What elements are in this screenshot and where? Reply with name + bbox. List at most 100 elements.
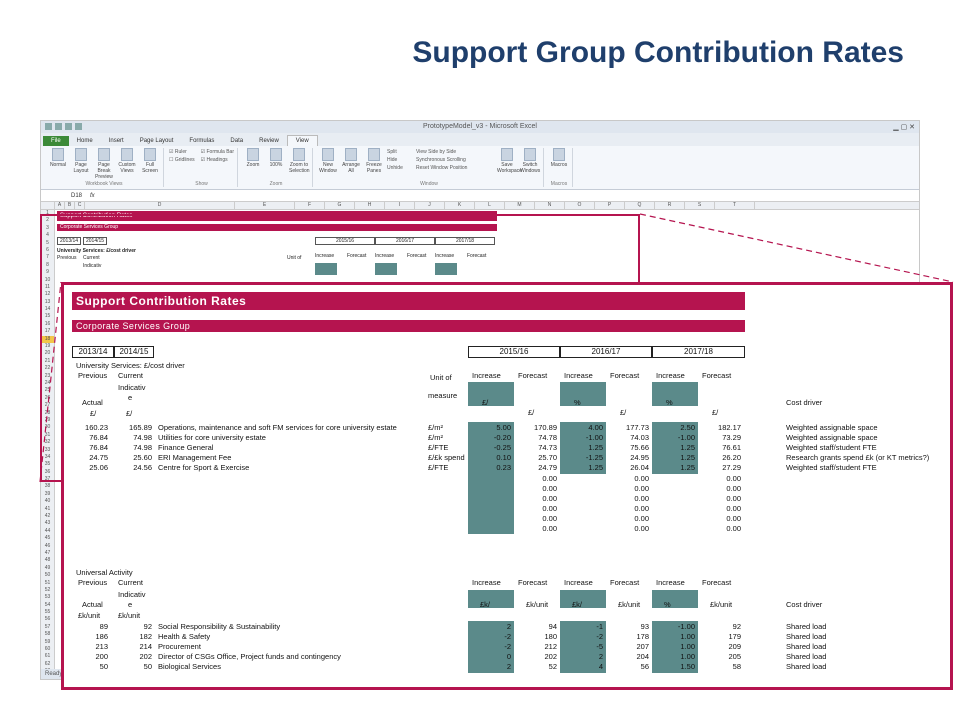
sync-scroll-button[interactable]: Synchronous Scrolling: [416, 157, 466, 163]
column-header[interactable]: D: [85, 202, 235, 209]
arrange-all-button[interactable]: Arrange All: [341, 148, 361, 174]
row-header[interactable]: 22: [44, 365, 51, 372]
column-header[interactable]: C: [75, 202, 85, 209]
switch-windows-button[interactable]: Switch Windows: [520, 148, 540, 174]
row-header[interactable]: 11: [44, 283, 51, 290]
column-header[interactable]: T: [715, 202, 755, 209]
row-header[interactable]: 17: [44, 328, 51, 335]
tab-insert[interactable]: Insert: [108, 138, 124, 144]
row-header[interactable]: 2: [46, 217, 49, 224]
formula-bar-checkbox[interactable]: ☑ Formula Bar: [200, 149, 234, 155]
row-header[interactable]: 51: [44, 579, 51, 586]
row-header[interactable]: 40: [44, 498, 51, 505]
macros-button[interactable]: Macros: [549, 148, 569, 168]
row-header[interactable]: 46: [44, 542, 51, 549]
row-header[interactable]: 31: [44, 431, 51, 438]
zoom-button[interactable]: Zoom: [243, 148, 263, 174]
row-header[interactable]: 14: [44, 306, 51, 313]
redo-icon[interactable]: [75, 123, 82, 130]
column-header[interactable]: G: [325, 202, 355, 209]
row-header[interactable]: 47: [44, 549, 51, 556]
new-window-button[interactable]: New Window: [318, 148, 338, 174]
column-header[interactable]: Q: [625, 202, 655, 209]
row-header[interactable]: 54: [44, 601, 51, 608]
row-header[interactable]: 24: [44, 379, 51, 386]
normal-view-button[interactable]: Normal: [48, 148, 68, 180]
row-header[interactable]: 12: [44, 291, 51, 298]
row-header[interactable]: 45: [44, 535, 51, 542]
hide-button[interactable]: Hide: [387, 157, 398, 163]
row-header[interactable]: 32: [44, 439, 51, 446]
zoom-100-button[interactable]: 100%: [266, 148, 286, 174]
column-header[interactable]: A: [55, 202, 65, 209]
row-header[interactable]: 4: [46, 232, 49, 239]
row-header[interactable]: 52: [44, 586, 51, 593]
row-header[interactable]: 30: [44, 424, 51, 431]
row-header[interactable]: 50: [44, 572, 51, 579]
page-break-preview-button[interactable]: Page Break Preview: [94, 148, 114, 180]
save-icon[interactable]: [55, 123, 62, 130]
column-header[interactable]: O: [565, 202, 595, 209]
row-header[interactable]: 18: [41, 335, 54, 344]
row-header[interactable]: 9: [46, 269, 49, 276]
column-header[interactable]: N: [535, 202, 565, 209]
split-button[interactable]: Split: [387, 149, 397, 155]
reset-position-button[interactable]: Reset Window Position: [416, 165, 468, 171]
undo-icon[interactable]: [65, 123, 72, 130]
row-header[interactable]: 59: [44, 638, 51, 645]
row-header[interactable]: 43: [44, 520, 51, 527]
column-header[interactable]: F: [295, 202, 325, 209]
row-header[interactable]: 41: [44, 505, 51, 512]
row-header[interactable]: 42: [44, 513, 51, 520]
row-header[interactable]: 49: [44, 564, 51, 571]
column-header[interactable]: K: [445, 202, 475, 209]
freeze-panes-button[interactable]: Freeze Panes: [364, 148, 384, 174]
row-header[interactable]: 58: [44, 631, 51, 638]
row-header[interactable]: 37: [44, 476, 51, 483]
row-header[interactable]: 19: [44, 343, 51, 350]
row-header[interactable]: 34: [44, 453, 51, 460]
row-header[interactable]: 5: [46, 239, 49, 246]
row-header[interactable]: 39: [44, 490, 51, 497]
column-header[interactable]: M: [505, 202, 535, 209]
column-header[interactable]: R: [655, 202, 685, 209]
row-header[interactable]: 44: [44, 527, 51, 534]
tab-review[interactable]: Review: [259, 138, 279, 144]
row-header[interactable]: 15: [44, 313, 51, 320]
row-header[interactable]: 3: [46, 224, 49, 231]
row-header[interactable]: 38: [44, 483, 51, 490]
gridlines-checkbox[interactable]: ☐ Gridlines: [169, 157, 195, 163]
column-header[interactable]: J: [415, 202, 445, 209]
tab-view[interactable]: View: [286, 135, 318, 146]
row-header[interactable]: 25: [44, 387, 51, 394]
unhide-button[interactable]: Unhide: [387, 165, 403, 171]
name-box[interactable]: D18: [71, 192, 83, 199]
column-header[interactable]: B: [65, 202, 75, 209]
row-header[interactable]: 61: [44, 653, 51, 660]
column-header[interactable]: P: [595, 202, 625, 209]
row-header[interactable]: 10: [44, 276, 51, 283]
row-header[interactable]: 6: [46, 246, 49, 253]
column-header[interactable]: H: [355, 202, 385, 209]
row-header[interactable]: 35: [44, 461, 51, 468]
row-header[interactable]: 27: [44, 402, 51, 409]
row-header[interactable]: 55: [44, 609, 51, 616]
row-header[interactable]: 13: [44, 298, 51, 305]
tab-home[interactable]: Home: [76, 138, 93, 144]
tab-page-layout[interactable]: Page Layout: [139, 138, 174, 144]
column-header[interactable]: L: [475, 202, 505, 209]
row-header[interactable]: 33: [44, 446, 51, 453]
page-layout-view-button[interactable]: Page Layout: [71, 148, 91, 180]
row-header[interactable]: 48: [44, 557, 51, 564]
save-workspace-button[interactable]: Save Workspace: [497, 148, 522, 174]
row-header[interactable]: 53: [44, 594, 51, 601]
zoom-selection-button[interactable]: Zoom to Selection: [289, 148, 310, 174]
fx-icon[interactable]: fx: [90, 192, 95, 199]
row-header[interactable]: 21: [44, 357, 51, 364]
column-header[interactable]: I: [385, 202, 415, 209]
headings-checkbox[interactable]: ☑ Headings: [200, 157, 228, 163]
column-header[interactable]: E: [235, 202, 295, 209]
row-header[interactable]: 8: [46, 261, 49, 268]
row-header[interactable]: 62: [44, 660, 51, 667]
tab-data[interactable]: Data: [230, 138, 244, 144]
